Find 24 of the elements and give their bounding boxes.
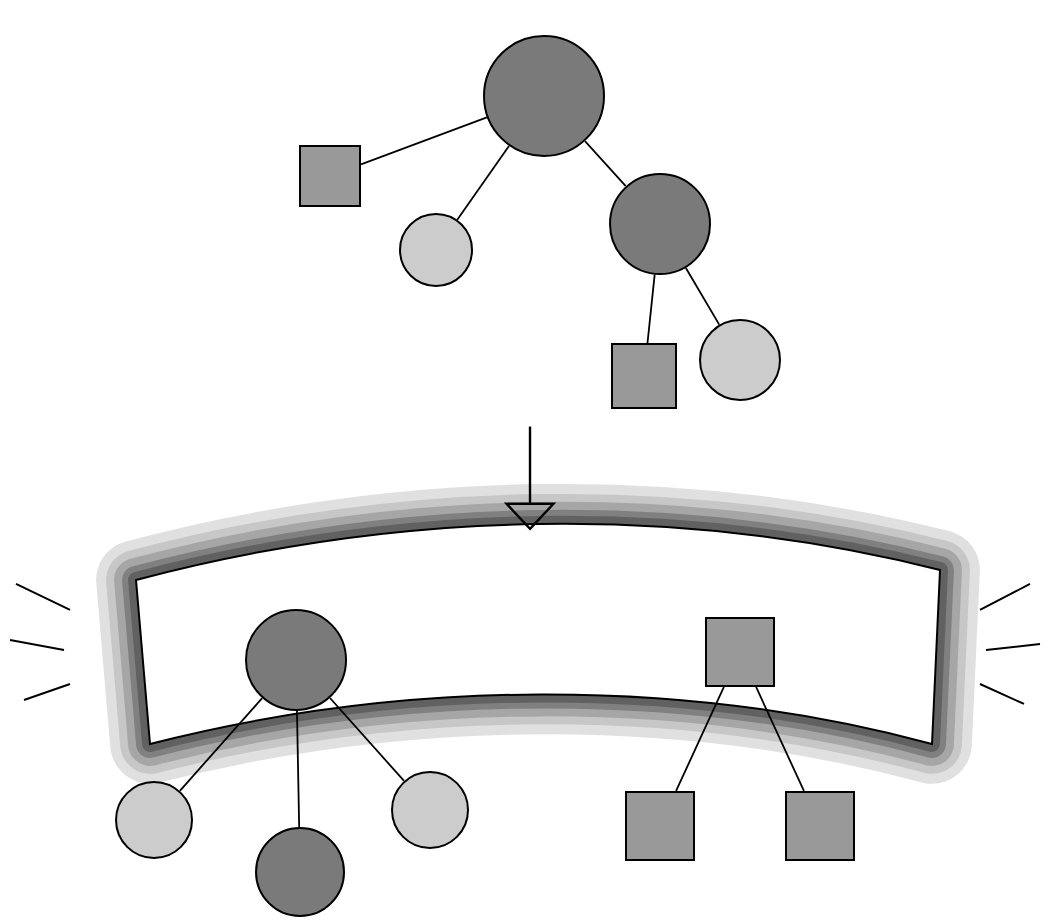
square-node <box>625 790 695 861</box>
square-node <box>299 144 361 207</box>
circle-node <box>483 35 605 157</box>
connector-line <box>646 273 656 344</box>
curved-band <box>96 484 980 784</box>
circle-node <box>245 608 347 711</box>
circle-node <box>391 770 469 849</box>
circle-node <box>609 172 711 275</box>
square-node <box>611 342 677 409</box>
connector-line <box>456 145 510 221</box>
square-node <box>785 790 855 861</box>
circle-node <box>115 780 193 859</box>
connector-line <box>296 710 301 828</box>
circle-node <box>399 212 473 287</box>
connector-line <box>179 697 264 792</box>
circle-node <box>699 318 781 401</box>
connector-line <box>329 697 405 782</box>
connector-line <box>755 686 805 792</box>
square-node <box>705 616 775 687</box>
connector-line <box>675 686 725 792</box>
connector-line <box>360 116 488 166</box>
connector-line <box>684 267 721 326</box>
connector-line <box>584 140 627 188</box>
circle-node <box>255 826 345 917</box>
